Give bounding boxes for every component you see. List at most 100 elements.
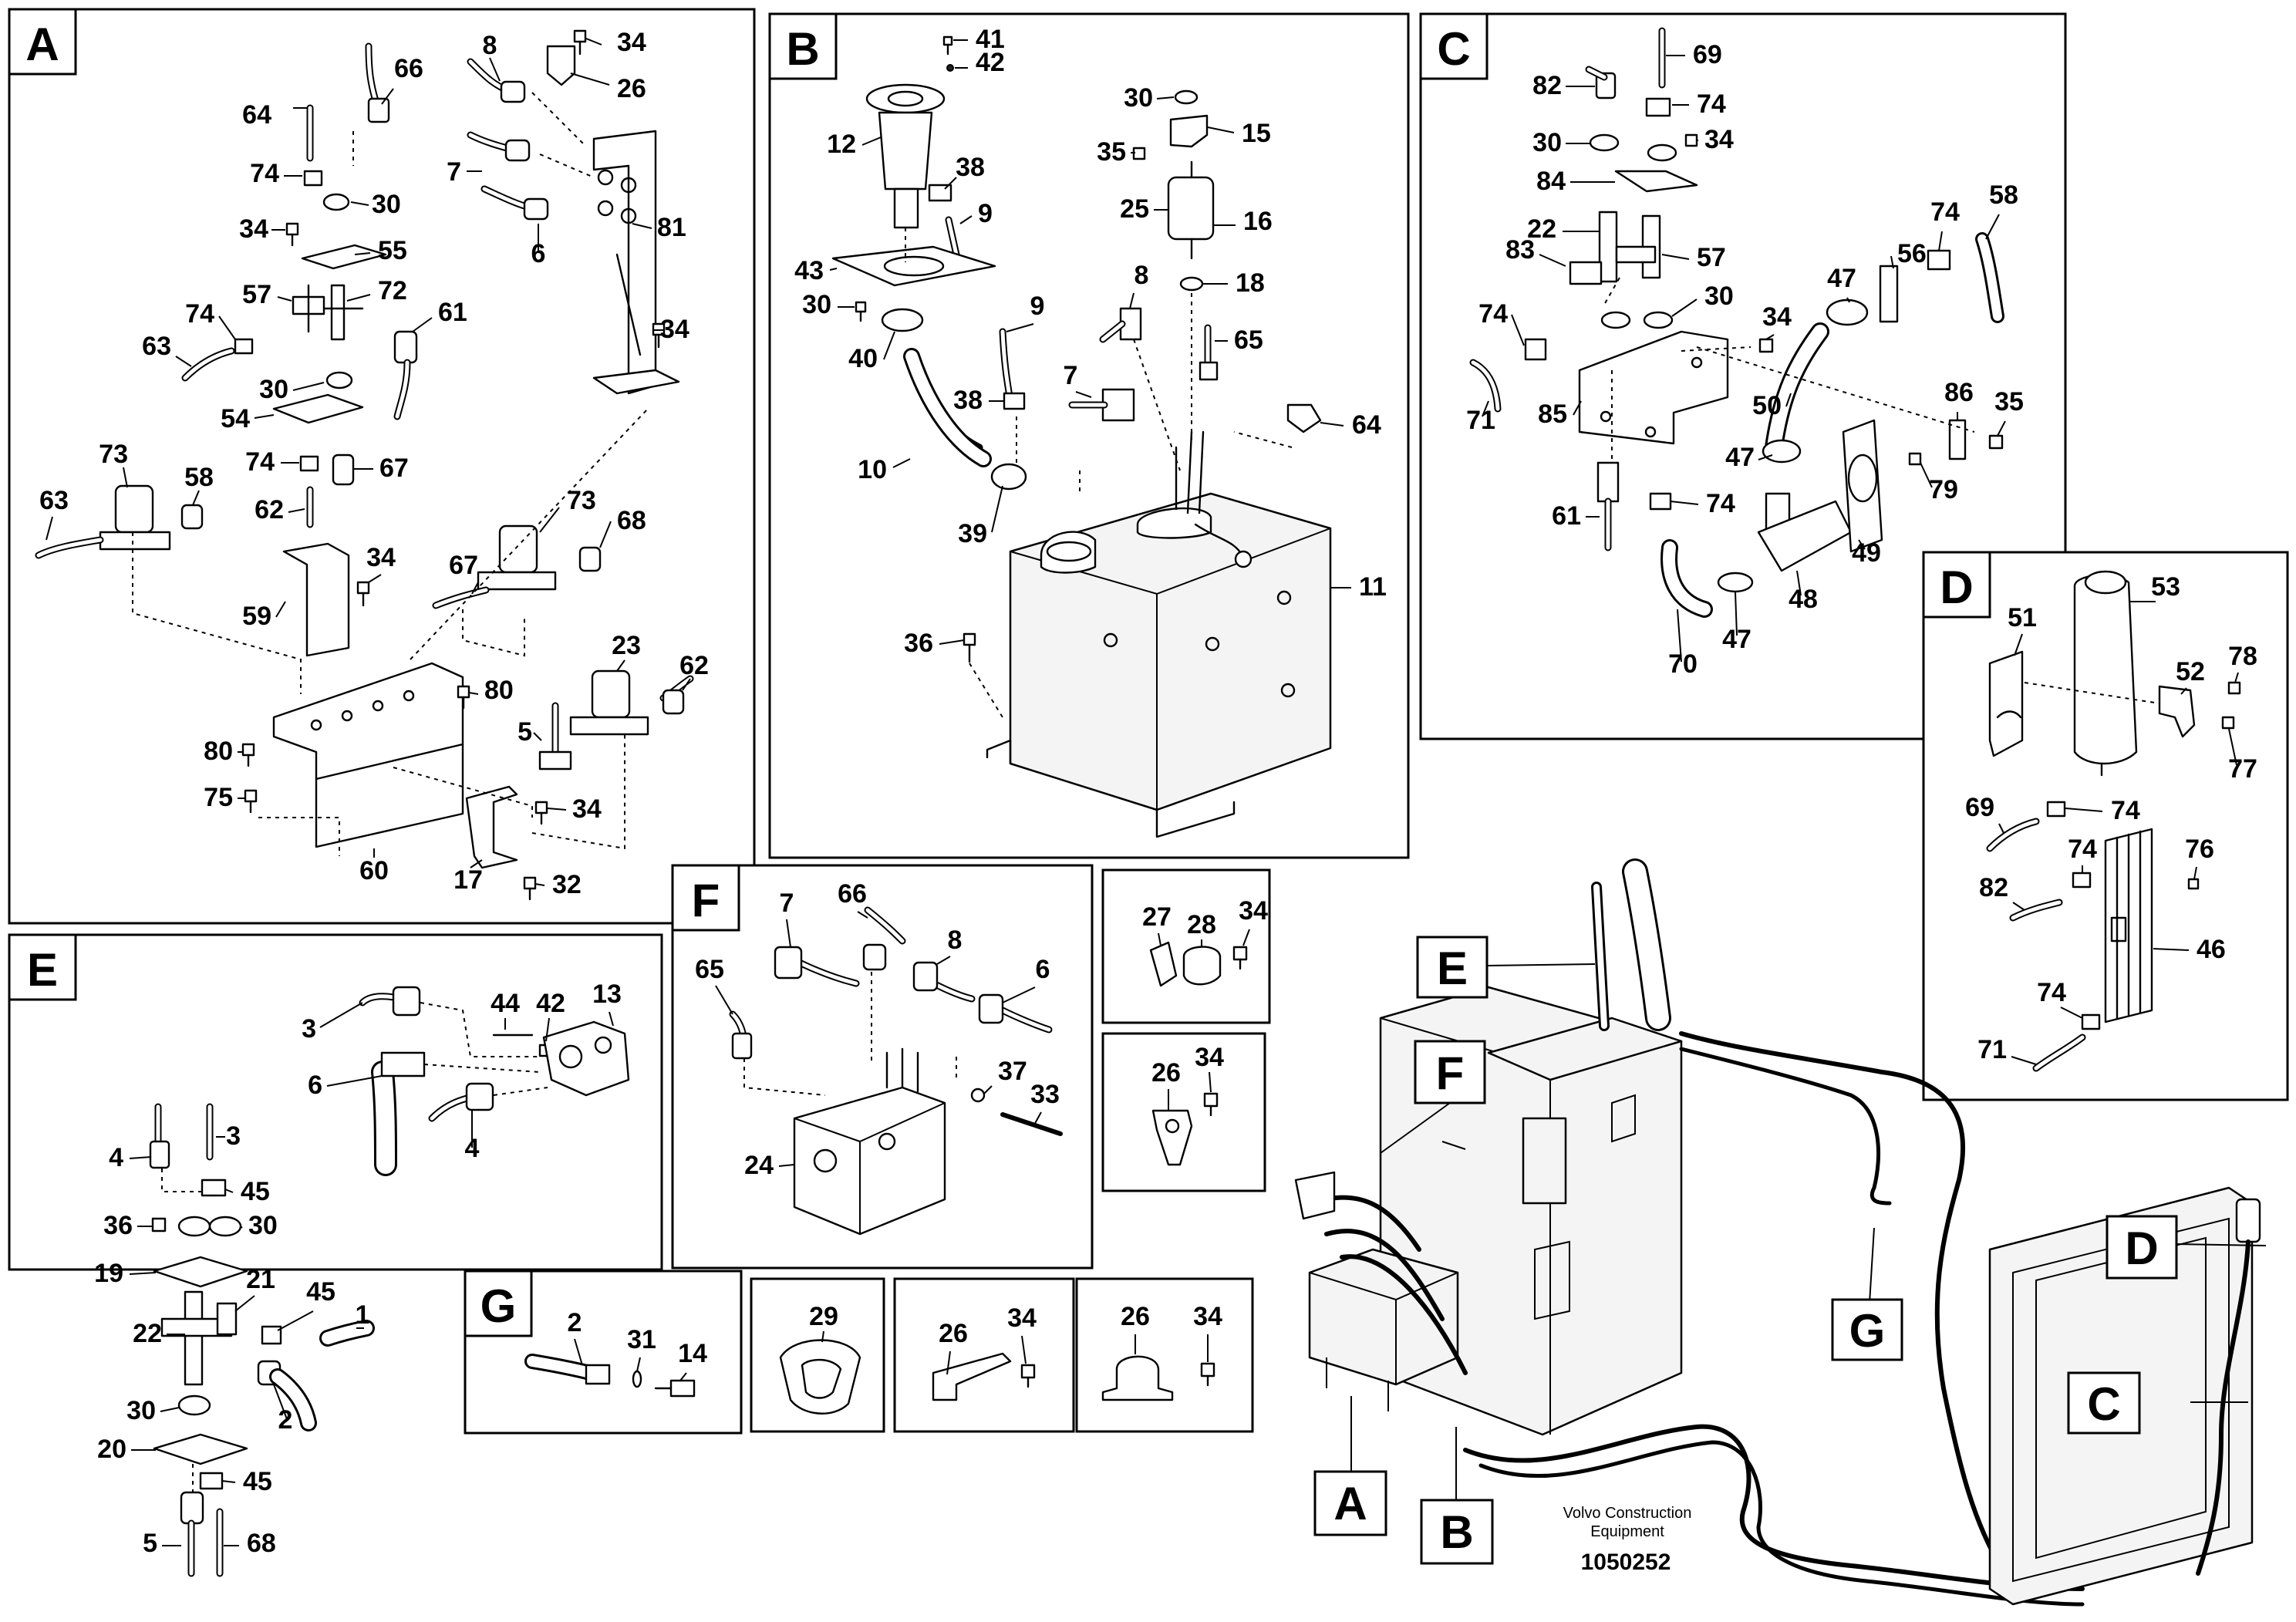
callout-leader-line xyxy=(1890,255,1894,269)
callout-leader-line xyxy=(547,808,567,811)
callout-leader-line xyxy=(1985,214,2000,240)
callout-leader-line xyxy=(160,1407,180,1412)
part-callout-number: 74 xyxy=(1478,299,1508,329)
panel-f-tag: F xyxy=(692,875,720,926)
callout-leader-line xyxy=(1006,323,1034,332)
part-callout-number: 8 xyxy=(1135,261,1149,290)
part-callout-number: 25 xyxy=(1120,194,1149,224)
part-callout-number: 12 xyxy=(827,130,856,159)
part-callout-number: 38 xyxy=(956,153,985,182)
part-callout-number: 82 xyxy=(1979,873,2008,902)
callout-leader-line xyxy=(959,215,973,224)
part-callout-number: 67 xyxy=(449,551,478,580)
part-callout-number: 19 xyxy=(94,1259,123,1288)
callout-leader-line xyxy=(1129,292,1135,309)
panel-b-parts xyxy=(831,35,1332,838)
callout-leader-line xyxy=(1209,1071,1212,1093)
callout-leader-line xyxy=(533,732,542,741)
callout-leader-line xyxy=(175,356,192,367)
part-callout-number: 74 xyxy=(2068,835,2097,864)
overview-tag-box-a xyxy=(1313,1470,1387,1536)
callout-leader-line xyxy=(1671,298,1698,317)
overview-tag-c: C xyxy=(2087,1378,2120,1430)
callout-leader-line xyxy=(2234,672,2239,683)
part-callout-number: 7 xyxy=(447,157,461,187)
callout-leader-line xyxy=(632,223,652,229)
callout-leader-line xyxy=(2065,808,2103,812)
part-callout-number: 74 xyxy=(1930,197,1960,227)
panel-e-frame xyxy=(8,933,663,1271)
part-callout-number: 45 xyxy=(243,1467,272,1496)
part-callout-number: 82 xyxy=(1532,71,1562,100)
part-callout-number: 73 xyxy=(99,440,128,469)
part-callout-number: 36 xyxy=(904,629,933,658)
overview-tag-box-c xyxy=(2067,1371,2141,1435)
part-callout-number: 74 xyxy=(1706,489,1735,518)
part-callout-number: 14 xyxy=(678,1339,707,1368)
callout-leader-line xyxy=(991,485,1003,533)
part-callout-number: 50 xyxy=(1752,391,1782,420)
callout-leader-line xyxy=(1796,570,1802,596)
part-callout-number: 30 xyxy=(372,190,401,219)
part-callout-number: 54 xyxy=(221,404,250,433)
part-callout-number: 34 xyxy=(660,315,689,344)
part-callout-number: 29 xyxy=(809,1302,838,1331)
callout-leader-line xyxy=(412,317,433,332)
callout-leader-line xyxy=(489,57,501,82)
part-callout-number: 74 xyxy=(2037,978,2066,1007)
callout-leader-line xyxy=(468,692,479,695)
credit-company-line2: Equipment xyxy=(1590,1523,1664,1540)
document-number: 1050252 xyxy=(1581,1549,1671,1575)
callout-leader-line xyxy=(1482,400,1489,417)
part-callout-number: 26 xyxy=(1151,1058,1181,1088)
panel-a-parts xyxy=(35,29,694,901)
part-callout-number: 26 xyxy=(617,74,646,103)
part-callout-number: 63 xyxy=(142,332,171,361)
part-callout-number: 74 xyxy=(250,159,279,188)
callout-leader-line xyxy=(2060,1007,2083,1019)
callout-leader-line xyxy=(821,1330,824,1343)
callout-leader-line xyxy=(354,252,371,255)
part-callout-number: 13 xyxy=(592,980,622,1009)
part-callout-number: 2 xyxy=(278,1405,293,1435)
callout-leader-line xyxy=(2193,866,2197,880)
part-callout-number: 86 xyxy=(1944,378,1974,407)
panel-d-parts xyxy=(1986,570,2241,1072)
part-callout-number: 35 xyxy=(1097,137,1126,167)
part-callout-number: 34 xyxy=(572,794,602,824)
callout-leader-line xyxy=(1242,929,1250,946)
callout-leader-line xyxy=(224,1189,234,1193)
callout-leader-line xyxy=(234,1295,255,1312)
callout-leader-line xyxy=(1661,254,1690,260)
part-callout-number: 42 xyxy=(976,48,1005,77)
part-callout-number: 75 xyxy=(204,783,233,812)
part-callout-number: 30 xyxy=(1124,83,1153,113)
callout-leader-line xyxy=(292,382,325,391)
panel-c-tag: C xyxy=(1437,23,1470,75)
part-callout-number: 84 xyxy=(1536,167,1566,196)
callout-leader-line xyxy=(254,414,275,419)
callout-leader-line xyxy=(636,1357,641,1372)
callout-leader-line xyxy=(2153,948,2190,951)
part-callout-number: 31 xyxy=(627,1325,656,1354)
part-callout-number: 1 xyxy=(356,1300,370,1330)
callout-leader-line xyxy=(1511,314,1525,346)
part-callout-number: 83 xyxy=(1505,235,1535,265)
part-callout-number: 79 xyxy=(1929,475,1958,504)
callout-leader-line xyxy=(275,601,286,618)
callout-leader-line xyxy=(1033,1111,1042,1127)
part-callout-number: 56 xyxy=(1897,239,1927,268)
part-callout-number: 74 xyxy=(1697,89,1726,119)
overview-tag-g: G xyxy=(1849,1305,1886,1357)
part-callout-number: 85 xyxy=(1538,400,1567,429)
panel-a-tag-box xyxy=(8,8,77,76)
part-callout-number: 61 xyxy=(438,298,467,327)
part-callout-number: 18 xyxy=(1236,268,1265,298)
part-callout-number: 44 xyxy=(491,989,520,1018)
part-callout-number: 72 xyxy=(378,276,407,305)
part-callout-number: 34 xyxy=(1193,1302,1222,1331)
callout-leader-line xyxy=(786,919,791,948)
callout-leader-line xyxy=(534,883,545,886)
callout-leader-line xyxy=(778,1164,795,1167)
part-callout-number: 43 xyxy=(794,256,824,285)
